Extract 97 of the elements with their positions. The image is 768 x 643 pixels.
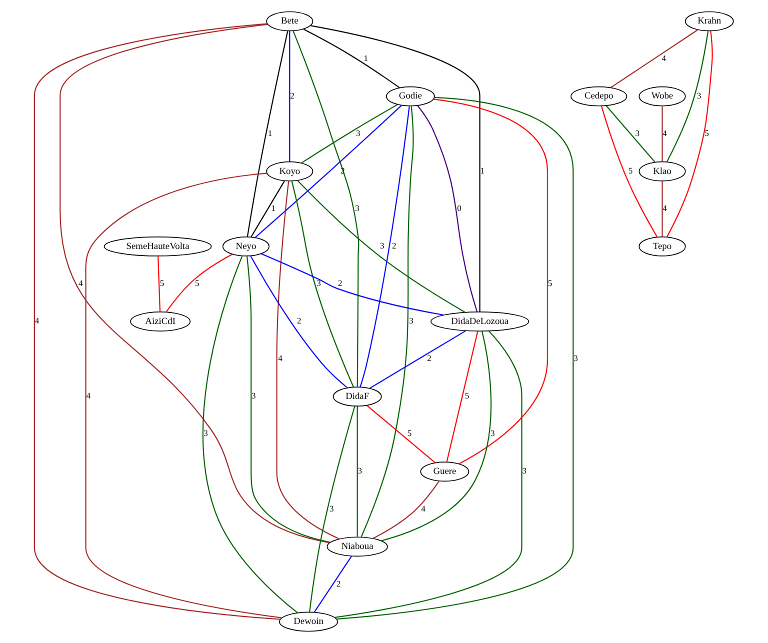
connector	[202, 256, 298, 614]
edge-label: 4	[78, 278, 83, 288]
edge-label: 3	[380, 240, 384, 251]
edge-label: 2	[338, 278, 342, 288]
node-ellipse: Dewoin	[279, 612, 338, 632]
connector	[370, 330, 466, 389]
connector	[291, 181, 354, 388]
connector	[250, 180, 285, 238]
edge-label: 4	[662, 128, 667, 138]
connector	[360, 106, 414, 538]
edge-label: 3	[574, 353, 578, 364]
node-ellipse: Neyo	[222, 236, 270, 256]
connector	[250, 256, 348, 388]
edge-label: 5	[704, 128, 709, 138]
connector	[360, 106, 410, 387]
edge-label: 3	[635, 128, 640, 138]
connector	[34, 23, 280, 620]
connector	[372, 480, 440, 539]
connector	[662, 106, 663, 162]
connector	[301, 104, 398, 164]
edge-label: 3	[696, 90, 702, 100]
node-ellipse: DidaF	[332, 386, 382, 407]
connector	[381, 331, 492, 542]
edge-label: 4	[34, 316, 40, 326]
connector	[166, 254, 232, 312]
connector	[662, 181, 663, 237]
node-ellipse: Wobe	[638, 86, 686, 106]
connector	[60, 24, 330, 544]
edge-label: 5	[464, 390, 470, 401]
connector	[85, 172, 282, 618]
node-ellipse: Krahn	[684, 11, 734, 32]
node-ellipse: SemeHauteVolta	[104, 236, 212, 256]
edge-label: 2	[296, 316, 302, 326]
connector	[303, 28, 400, 88]
node-ellipse: Bete	[266, 11, 314, 32]
connector	[289, 30, 290, 162]
node-ellipse: Koyo	[266, 161, 314, 182]
edge-label: 3	[204, 428, 208, 438]
connector	[276, 181, 340, 540]
connector	[600, 106, 658, 237]
connector	[336, 96, 574, 620]
edge-label: 4	[278, 353, 282, 364]
connector	[666, 31, 709, 162]
edge-label: 5	[548, 278, 552, 288]
edge-label: 1	[271, 203, 276, 214]
edge-label: 2	[392, 240, 396, 251]
edge-label: 4	[662, 52, 666, 63]
edge-label: 5	[160, 278, 164, 288]
node-ellipse: Cedepo	[570, 86, 628, 106]
connector	[158, 256, 161, 312]
edge-label: 3	[252, 390, 256, 401]
edge-label: 2	[336, 578, 341, 588]
connector	[417, 105, 478, 312]
edge-label: 3	[522, 466, 526, 476]
connector	[446, 331, 478, 462]
connector	[261, 253, 444, 316]
node-ellipse: Godie	[386, 86, 435, 106]
connector	[366, 405, 436, 464]
connector	[356, 406, 358, 537]
connector	[246, 31, 288, 237]
edge-label: 3	[358, 466, 362, 476]
node-ellipse: Niaboua	[326, 536, 388, 557]
edge-label: 4	[421, 503, 426, 514]
edge-label: 3	[355, 203, 360, 214]
edge-label: 1	[268, 128, 272, 138]
edge-label: 2	[290, 90, 294, 100]
connector	[314, 556, 352, 612]
node-ellipse: Guere	[420, 462, 470, 482]
node-ellipse: AiziCdI	[130, 312, 191, 332]
edge-label: 0	[457, 203, 462, 214]
connector	[666, 30, 713, 237]
connector	[606, 106, 656, 162]
connector	[334, 330, 522, 618]
node-ellipse: Klao	[638, 161, 686, 182]
edge-label: 5	[195, 278, 200, 288]
edge-label: 4	[86, 390, 91, 401]
edge-label: 4	[662, 203, 667, 214]
connector	[434, 98, 548, 464]
connector	[297, 180, 466, 313]
connector	[309, 406, 356, 612]
edge-label: 3	[356, 128, 360, 138]
node-ellipse: DidaDeLozoua	[430, 312, 530, 332]
edge-label: 5	[407, 428, 412, 438]
edge-label: 3	[316, 278, 321, 288]
connector	[246, 256, 330, 543]
edge-label: 1	[364, 52, 368, 63]
edge-label: 3	[490, 428, 495, 438]
edge-label: 1	[480, 166, 485, 176]
edge-label: 5	[628, 166, 633, 176]
connector	[610, 30, 698, 88]
edge-label: 3	[409, 316, 414, 326]
edge-label: 2	[427, 353, 432, 364]
connector	[292, 30, 360, 387]
connector	[310, 25, 480, 312]
edge-label: 3	[329, 503, 334, 514]
connector	[254, 105, 402, 238]
node-ellipse: Tepo	[638, 236, 686, 256]
